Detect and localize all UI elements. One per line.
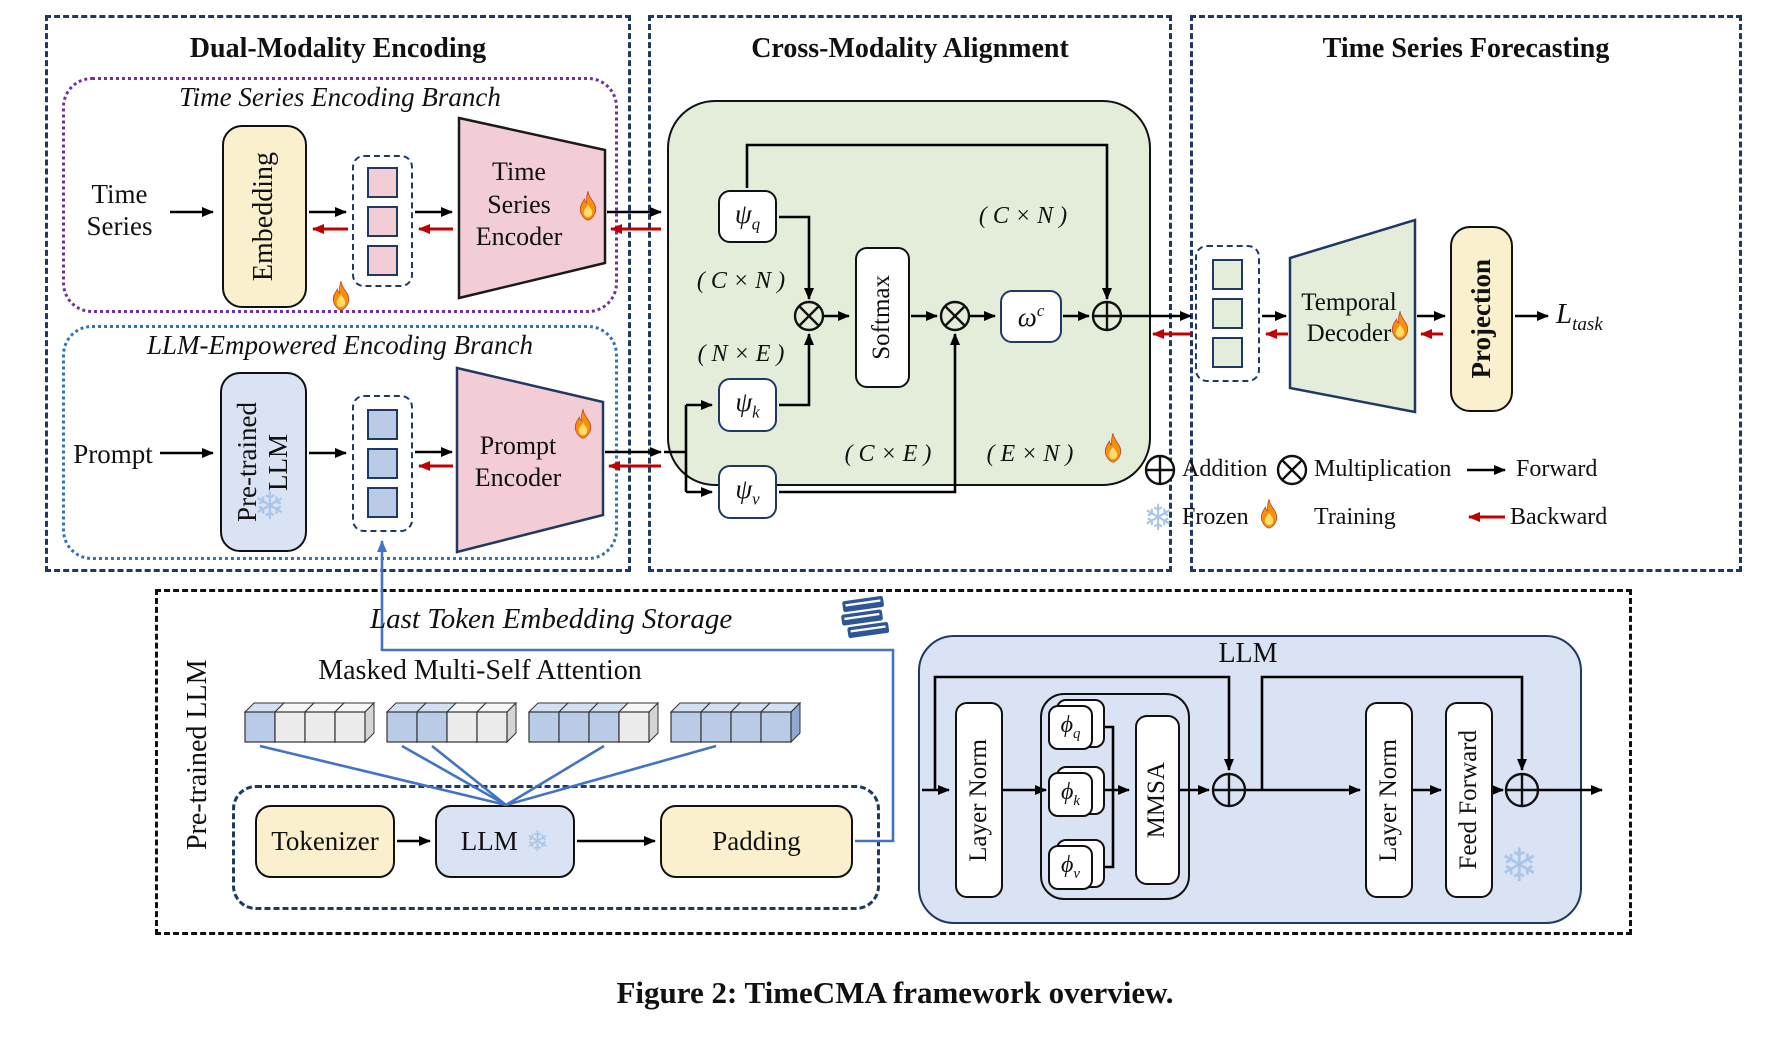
- token-square: [1212, 259, 1243, 290]
- psi-v-box: ψv: [718, 465, 777, 519]
- legend-addition: Addition: [1182, 456, 1268, 482]
- token-square: [367, 244, 398, 276]
- feed-forward-box: Feed Forward: [1445, 702, 1493, 898]
- attention-title: Masked Multi-Self Attention: [318, 655, 642, 686]
- dim-ne-left: ( N × E ): [697, 341, 785, 367]
- psi-q-box: ψq: [718, 190, 777, 243]
- snowflake-icon: ❄: [254, 484, 286, 528]
- ts-branch-title: Time Series Encoding Branch: [179, 82, 501, 112]
- time-series-encoder-label: Time Series Encoder: [475, 157, 563, 252]
- tokenizer-box: Tokenizer: [255, 805, 395, 878]
- panel-title-dual-modality: Dual-Modality Encoding: [189, 33, 487, 64]
- time-series-branch-box: [62, 77, 618, 313]
- token-square: [367, 166, 398, 198]
- panel-title-cross-modality: Cross-Modality Alignment: [751, 33, 1069, 64]
- token-square: [367, 487, 398, 518]
- layer-norm-2-box: Layer Norm: [1365, 702, 1413, 898]
- temporal-decoder-label: Temporal Decoder: [1301, 288, 1397, 347]
- token-square: [1212, 298, 1243, 329]
- dim-cn-top: ( C × N ): [978, 203, 1068, 229]
- snowflake-icon: ❄: [525, 825, 550, 858]
- aligned-token-stack: [1195, 245, 1260, 382]
- figure-caption: Figure 2: TimeCMA framework overview.: [616, 975, 1174, 1010]
- mmsa-box: MMSA: [1135, 715, 1180, 885]
- phi-q-box: ϕq: [1048, 705, 1093, 750]
- token-square: [367, 205, 398, 237]
- omega-box: ωc: [1000, 290, 1062, 343]
- dim-ce-bottom: ( C × E ): [844, 441, 932, 467]
- prompt-input-label: Prompt: [73, 439, 153, 469]
- token-square: [1212, 337, 1243, 368]
- legend-frozen: Frozen: [1182, 504, 1249, 530]
- pretrained-llm-side-label: Pre-trained LLM: [182, 659, 213, 851]
- legend-multiplication: Multiplication: [1314, 456, 1452, 482]
- time-series-input-label: Time Series: [86, 179, 153, 242]
- legend-training: Training: [1314, 504, 1396, 530]
- snowflake-icon: ❄: [1500, 838, 1539, 892]
- storage-title: Last Token Embedding Storage: [370, 603, 733, 635]
- pretrained-llm-box: Pre-trained LLM: [220, 372, 307, 552]
- panel-cross-modality-alignment: [648, 15, 1172, 572]
- embedding-label: Embedding: [248, 151, 280, 282]
- panel-dual-modality-encoding: [45, 15, 631, 572]
- softmax-box: Softmax: [855, 247, 910, 388]
- snowflake-icon: ❄: [1143, 498, 1174, 539]
- panel-title-forecasting: Time Series Forecasting: [1322, 33, 1610, 64]
- phi-k-box: ϕk: [1048, 772, 1093, 817]
- dim-cn-left: ( C × N ): [696, 268, 786, 294]
- token-square: [367, 448, 398, 479]
- legend-forward: Forward: [1516, 456, 1598, 482]
- prompt-encoder-label: Prompt Encoder: [474, 430, 562, 493]
- psi-k-box: ψk: [718, 378, 777, 432]
- legend-backward: Backward: [1510, 504, 1608, 530]
- phi-v-box: ϕv: [1048, 845, 1093, 890]
- embedding-box: Embedding: [222, 125, 307, 308]
- loss-label: Ltask: [1556, 298, 1603, 335]
- prompt-token-stack: [352, 395, 413, 532]
- llm-branch-box: [62, 325, 618, 560]
- llm-small-box: LLM ❄: [435, 805, 575, 878]
- padding-box: Padding: [660, 805, 853, 878]
- panel-time-series-forecasting: [1190, 15, 1742, 572]
- projection-box: Projection: [1450, 226, 1513, 412]
- dim-en-bottom: ( E × N ): [986, 441, 1074, 467]
- ts-token-stack: [352, 155, 413, 287]
- layer-norm-1-box: Layer Norm: [955, 702, 1003, 898]
- llm-block-title: LLM: [1218, 638, 1278, 669]
- token-square: [367, 409, 398, 440]
- llm-branch-title: LLM-Empowered Encoding Branch: [147, 330, 533, 360]
